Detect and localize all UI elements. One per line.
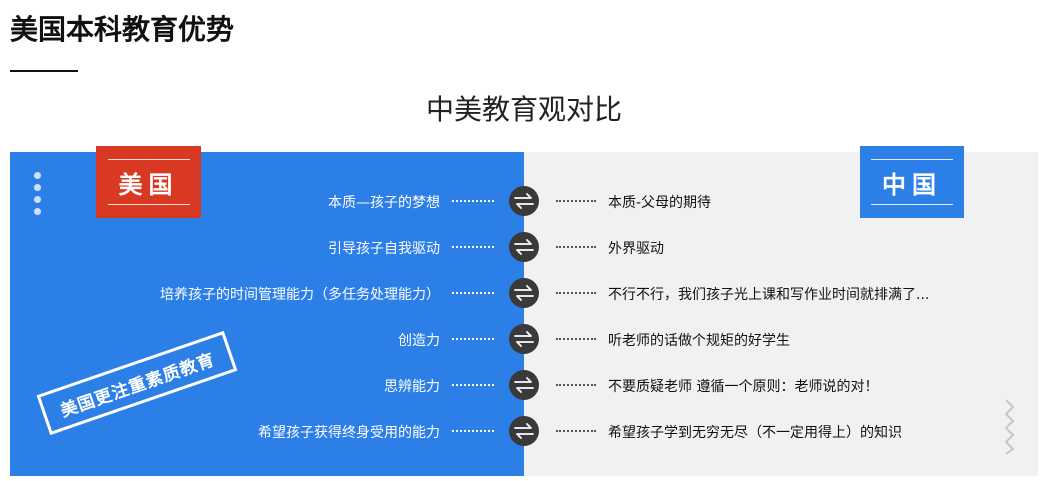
exchange-arrows-icon xyxy=(509,324,539,354)
comparison-row: 创造力 听老师的话做个规矩的好学生 xyxy=(0,324,1048,354)
exchange-arrows-icon xyxy=(509,232,539,262)
cn-flag-label: 中国 xyxy=(882,170,942,199)
comparison-row: 培养孩子的时间管理能力（多任务处理能力） 不行不行，我们孩子光上课和写作业时间就排… xyxy=(0,278,1048,308)
comparison-row: 思辨能力 不要质疑老师 遵循一个原则：老师说的对！ xyxy=(0,370,1048,400)
comparison-row: 本质—孩子的梦想 本质-父母的期待 xyxy=(0,186,1048,216)
exchange-arrows-icon xyxy=(509,370,539,400)
dotted-connector-left xyxy=(452,246,494,248)
page-heading: 美国本科教育优势 xyxy=(10,13,235,46)
cn-point: 希望孩子学到无穷无尽（不一定用得上）的知识 xyxy=(608,425,902,441)
section-title: 中美教育观对比 xyxy=(425,93,622,126)
dotted-connector-left xyxy=(452,338,494,340)
dotted-connector-left xyxy=(452,384,494,386)
us-panel xyxy=(10,152,524,476)
us-point: 创造力 xyxy=(398,333,440,349)
dotted-connector-right xyxy=(556,430,596,432)
us-point: 引导孩子自我驱动 xyxy=(328,241,440,257)
cn-point: 不要质疑老师 遵循一个原则：老师说的对！ xyxy=(608,379,879,395)
cn-point: 不行不行，我们孩子光上课和写作业时间就排满了... xyxy=(608,287,930,303)
cn-point: 外界驱动 xyxy=(608,241,664,257)
us-flag-badge: 美国 xyxy=(96,146,201,218)
dotted-connector-left xyxy=(452,430,494,432)
us-point: 本质—孩子的梦想 xyxy=(328,195,440,211)
dotted-connector-right xyxy=(556,292,596,294)
us-point: 希望孩子获得终身受用的能力 xyxy=(258,425,440,441)
dotted-connector-right xyxy=(556,200,596,202)
dotted-connector-left xyxy=(452,292,494,294)
zigzag-icon xyxy=(1004,399,1015,454)
us-flag-label: 美国 xyxy=(118,170,179,199)
us-point: 思辨能力 xyxy=(384,379,440,395)
vertical-dots-icon xyxy=(34,172,41,215)
cn-flag-badge: 中国 xyxy=(860,146,964,218)
exchange-arrows-icon xyxy=(509,416,539,446)
us-point: 培养孩子的时间管理能力（多任务处理能力） xyxy=(160,287,440,303)
comparison-row: 引导孩子自我驱动 外界驱动 xyxy=(0,232,1048,262)
dotted-connector-right xyxy=(556,246,596,248)
comparison-row: 希望孩子获得终身受用的能力 希望孩子学到无穷无尽（不一定用得上）的知识 xyxy=(0,416,1048,446)
cn-point: 本质-父母的期待 xyxy=(608,195,712,211)
dotted-connector-right xyxy=(556,384,596,386)
exchange-arrows-icon xyxy=(509,278,539,308)
dotted-connector-left xyxy=(452,200,494,202)
dotted-connector-right xyxy=(556,338,596,340)
exchange-arrows-icon xyxy=(509,186,539,216)
heading-underline xyxy=(10,70,78,72)
cn-point: 听老师的话做个规矩的好学生 xyxy=(608,333,790,349)
